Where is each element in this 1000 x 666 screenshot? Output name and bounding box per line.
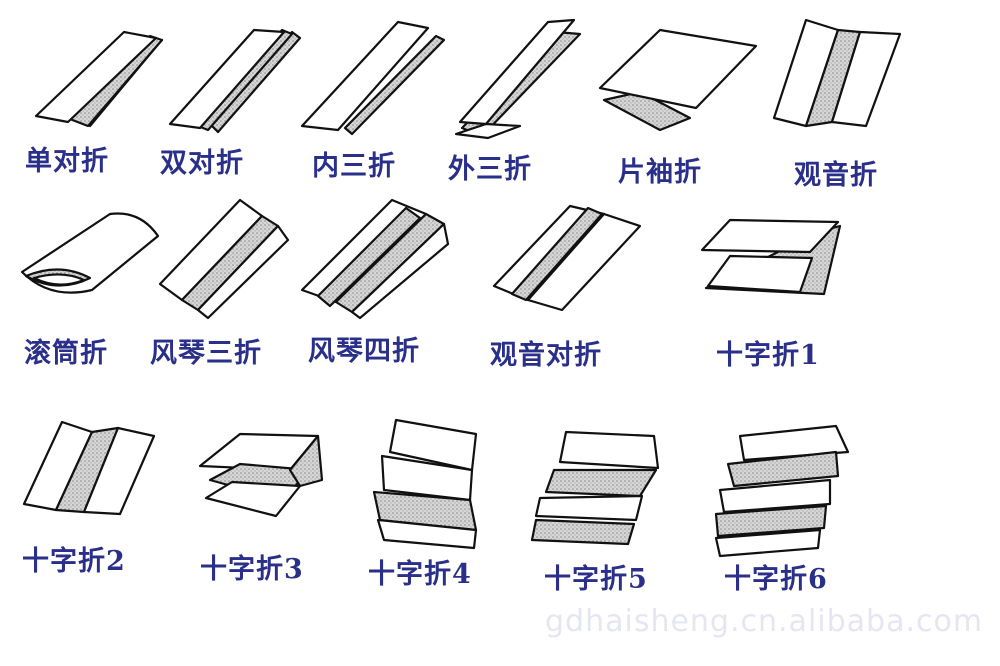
inner-tri-fold-illustration xyxy=(300,20,446,136)
cross-fold-6-illustration xyxy=(714,424,850,558)
watermark: gdhaisheng.cn.alibaba.com xyxy=(545,604,984,639)
gate-fold-illustration xyxy=(772,18,902,128)
single-fold-illustration xyxy=(34,30,164,128)
accordion-tri-fold-illustration xyxy=(158,198,290,320)
cross-fold-5-illustration xyxy=(530,430,660,546)
sleeve-fold-illustration xyxy=(598,28,758,132)
label-gate-fold: 观音折 xyxy=(794,160,878,191)
label-accordion-quad-fold: 风琴四折 xyxy=(308,336,420,367)
accordion-quad-fold-illustration xyxy=(300,198,450,320)
label-cross-fold-1: 十字折1 xyxy=(716,340,820,371)
label-cross-fold-5: 十字折5 xyxy=(544,564,648,595)
label-outer-tri-fold: 外三折 xyxy=(448,154,532,185)
cross-fold-2-illustration xyxy=(22,420,156,516)
label-sleeve-fold: 片袖折 xyxy=(618,157,702,188)
label-cross-fold-4: 十字折4 xyxy=(368,559,472,590)
label-roll-fold: 滚筒折 xyxy=(24,338,108,369)
double-fold-illustration xyxy=(168,28,302,134)
gate-double-fold-illustration xyxy=(492,204,642,312)
cross-fold-1-illustration xyxy=(700,218,842,296)
label-single-fold: 单对折 xyxy=(25,146,109,177)
cross-fold-3-illustration xyxy=(198,432,324,518)
outer-tri-fold-illustration xyxy=(454,18,582,140)
roll-fold-illustration xyxy=(20,212,160,294)
cross-fold-4-illustration xyxy=(372,418,478,550)
label-inner-tri-fold: 内三折 xyxy=(312,151,396,182)
label-accordion-tri-fold: 风琴三折 xyxy=(150,338,262,369)
label-double-fold: 双对折 xyxy=(160,148,244,179)
label-cross-fold-6: 十字折6 xyxy=(724,564,828,595)
label-cross-fold-2: 十字折2 xyxy=(22,546,126,577)
label-cross-fold-3: 十字折3 xyxy=(200,554,304,585)
label-gate-double-fold: 观音对折 xyxy=(490,340,602,371)
